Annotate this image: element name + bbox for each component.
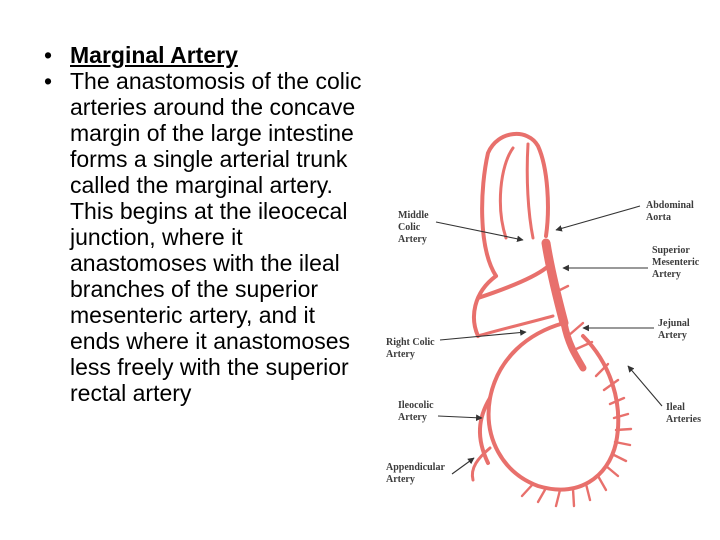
label-middle-colic: Middle Colic Artery xyxy=(398,210,431,245)
pointer-abdominal-aorta xyxy=(555,205,641,232)
jejunal-branches xyxy=(552,284,594,352)
bullet-list: Marginal Artery The anastomosis of the c… xyxy=(44,42,369,406)
vessel-network xyxy=(470,131,633,508)
slide-heading: Marginal Artery xyxy=(70,42,238,68)
pointer-ileocolic xyxy=(437,414,483,422)
label-right-colic: Right Colic Artery xyxy=(386,337,437,360)
pointer-appendicular xyxy=(451,457,475,475)
appendicular-branch xyxy=(470,446,492,482)
label-ileal: Ileal Arteries xyxy=(666,402,701,425)
superior-mesenteric-descending xyxy=(560,319,587,372)
slide-body-text: The anastomosis of the colic arteries ar… xyxy=(70,68,362,406)
pointer-right-colic xyxy=(439,329,527,341)
superior-mesenteric-trunk xyxy=(541,238,569,328)
marginal-artery-diagram: Middle Colic Artery Right Colic Artery I… xyxy=(386,131,702,508)
pointer-lines xyxy=(435,205,663,475)
pointer-ileal xyxy=(627,365,663,407)
marginal-artery-upper-arch xyxy=(480,131,550,278)
pointer-middle-colic xyxy=(435,221,524,243)
label-ileocolic: Ileocolic Artery xyxy=(398,400,436,423)
marginal-artery-right-segment xyxy=(472,266,548,338)
right-colic-branch xyxy=(476,314,555,338)
bullet-heading: Marginal Artery xyxy=(44,42,369,68)
ileal-arteries xyxy=(520,362,633,508)
bullet-body: The anastomosis of the colic arteries ar… xyxy=(44,68,369,406)
ileocolic-branch xyxy=(477,396,492,465)
label-superior-mesenteric: Superior Mesenteric Artery xyxy=(652,245,702,280)
upper-arch-inner-loop xyxy=(498,142,535,240)
ileal-loop xyxy=(486,321,621,492)
label-abdominal-aorta: Abdominal Aorta xyxy=(646,200,696,223)
label-appendicular: Appendicular Artery xyxy=(386,462,447,485)
label-jejunal: Jejunal Artery xyxy=(658,318,692,341)
